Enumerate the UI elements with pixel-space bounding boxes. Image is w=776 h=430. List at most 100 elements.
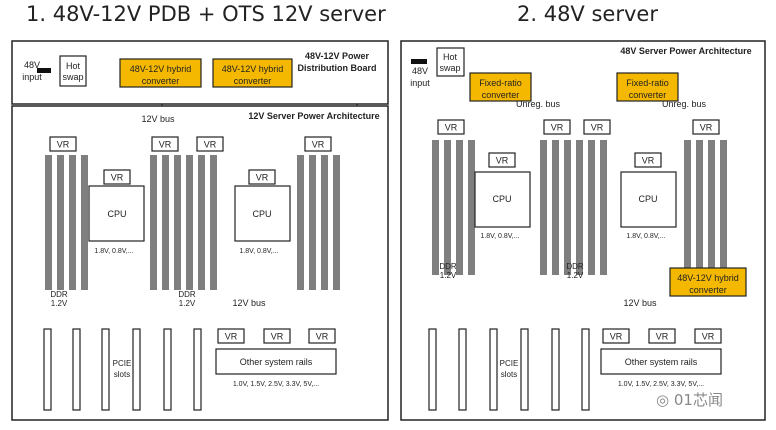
vr-other-label: VR: [316, 332, 329, 342]
other-rails-box: [215, 348, 337, 375]
pcie-label-1: PCIE: [113, 359, 132, 368]
cpu-1-rails: 1.8V, 0.8V,...: [94, 248, 133, 255]
r-ddr-right-stick: [720, 140, 727, 275]
r-bus-12v-label: 12V bus: [623, 298, 657, 308]
r-vr-ddr-4-label: VR: [700, 123, 713, 133]
cpu-1: [88, 185, 145, 242]
r-pcie-slot: [458, 328, 467, 411]
unreg-bus-label-2: Unreg. bus: [662, 99, 707, 109]
watermark-text: 01芯闻: [673, 391, 723, 409]
r-ddr-left-stick: [468, 140, 475, 275]
input-label-48v: 48V: [24, 60, 40, 70]
right-title: 2. 48V server: [517, 2, 658, 26]
r-vr-ddr-1: [437, 119, 465, 135]
r-vr-cpu-2-label: VR: [642, 156, 655, 166]
r-hot-swap: [436, 47, 465, 77]
r-vr-cpu-1-label: VR: [496, 156, 509, 166]
left-title: 1. 48V-12V PDB + OTS 12V server: [26, 2, 386, 26]
r-pcie-slot: [581, 328, 590, 411]
r-hybrid-converter: [669, 267, 747, 297]
cpu-2: [234, 185, 291, 242]
r-ddr-label-2: DDR: [566, 262, 584, 271]
pcie-slot: [72, 328, 81, 411]
r-vr-cpu-2: [634, 152, 662, 168]
vr-ddr-3: [304, 136, 332, 152]
converter-2-label-2: converter: [234, 76, 272, 86]
r-pcie-label-2: slots: [501, 370, 517, 379]
vr-ddr-3-label: VR: [312, 140, 325, 150]
r-vr-other-label: VR: [610, 332, 623, 342]
ddr-label-1: DDR: [50, 290, 68, 299]
hot-swap-label-1: Hot: [66, 61, 81, 71]
ddr-middle-stick: [186, 155, 193, 290]
r-vr-ddr-3: [583, 119, 611, 135]
r-pcie-slot: [428, 328, 437, 411]
r-input-label-48v: 48V: [412, 66, 428, 76]
wechat-icon: ◎: [656, 391, 670, 409]
pdb-title-2: Distribution Board: [298, 63, 377, 73]
r-ddr-middle-stick: [552, 140, 559, 275]
r-hot-swap-label-1: Hot: [443, 52, 458, 62]
vr-cpu-1-label: VR: [111, 173, 124, 183]
pcie-label-2: slots: [114, 370, 130, 379]
converter-1-label-1: 48V-12V hybrid: [130, 64, 192, 74]
ddr-left-stick: [45, 155, 52, 290]
vr-other: [308, 328, 336, 344]
cpu-2-rails: 1.8V, 0.8V,...: [239, 248, 278, 255]
r-pcie-slot: [520, 328, 529, 411]
ddr-right-stick: [321, 155, 328, 290]
r-cpu-2: [620, 171, 677, 228]
ddr-left-stick: [69, 155, 76, 290]
vr-other: [263, 328, 291, 344]
ddr-middle-stick: [162, 155, 169, 290]
converter-2-label-1: 48V-12V hybrid: [222, 64, 284, 74]
ddr-middle-stick: [210, 155, 217, 290]
r-hybrid-converter-label-2: converter: [689, 285, 727, 295]
server-title: 12V Server Power Architecture: [248, 111, 379, 121]
r-input-connector: [411, 59, 427, 64]
ddr-right-stick: [333, 155, 340, 290]
r-pcie-slot: [489, 328, 498, 411]
bus-bottom-label: 12V bus: [232, 298, 266, 308]
r-ddr-left-stick: [432, 140, 439, 275]
r-other-rails-box: [600, 348, 722, 375]
vr-other: [217, 328, 245, 344]
vr-ddr-1: [49, 136, 77, 152]
ddr-right-stick: [297, 155, 304, 290]
r-vr-ddr-1-label: VR: [445, 123, 458, 133]
ddr-left-stick: [81, 155, 88, 290]
r-pcie-slot: [551, 328, 560, 411]
other-rails-volts: 1.0V, 1.5V, 2.5V, 3.3V, 5V,...: [233, 381, 319, 388]
r-ddr-middle-stick: [564, 140, 571, 275]
r-vr-other-label: VR: [656, 332, 669, 342]
r-vr-other-label: VR: [702, 332, 715, 342]
r-ddr-middle-stick: [588, 140, 595, 275]
r-ddr-left-stick: [456, 140, 463, 275]
ddr-middle-stick: [174, 155, 181, 290]
r-vr-other: [694, 328, 722, 344]
pcie-slot: [193, 328, 202, 411]
r-other-rails-volts: 1.0V, 1.5V, 2.5V, 3.3V, 5V,...: [618, 381, 704, 388]
r-ddr-middle-stick: [540, 140, 547, 275]
converter-1-label-2: converter: [142, 76, 180, 86]
fixed-ratio-converter-1-label-1: Fixed-ratio: [479, 78, 522, 88]
r-cpu-2-label: CPU: [638, 194, 657, 204]
pcie-slot: [43, 328, 52, 411]
ddr-label-2: DDR: [178, 290, 196, 299]
converter-2: [212, 58, 293, 88]
fixed-ratio-converter-1-label-2: converter: [482, 90, 520, 100]
r-input-label: input: [410, 78, 430, 88]
ddr-left-stick: [57, 155, 64, 290]
fixed-ratio-converter-1: [469, 72, 532, 102]
fixed-ratio-converter-2-label-2: converter: [629, 90, 667, 100]
vr-other-label: VR: [225, 332, 238, 342]
r-cpu-1-label: CPU: [492, 194, 511, 204]
vr-other-label: VR: [271, 332, 284, 342]
ddr-volt-1: 1.2V: [51, 299, 68, 308]
r-cpu-2-rails: 1.8V, 0.8V,...: [626, 233, 665, 240]
r-vr-ddr-3-label: VR: [591, 123, 604, 133]
vr-ddr-1-label: VR: [57, 140, 70, 150]
r-ddr-right-stick: [684, 140, 691, 275]
r-vr-ddr-4: [692, 119, 720, 135]
